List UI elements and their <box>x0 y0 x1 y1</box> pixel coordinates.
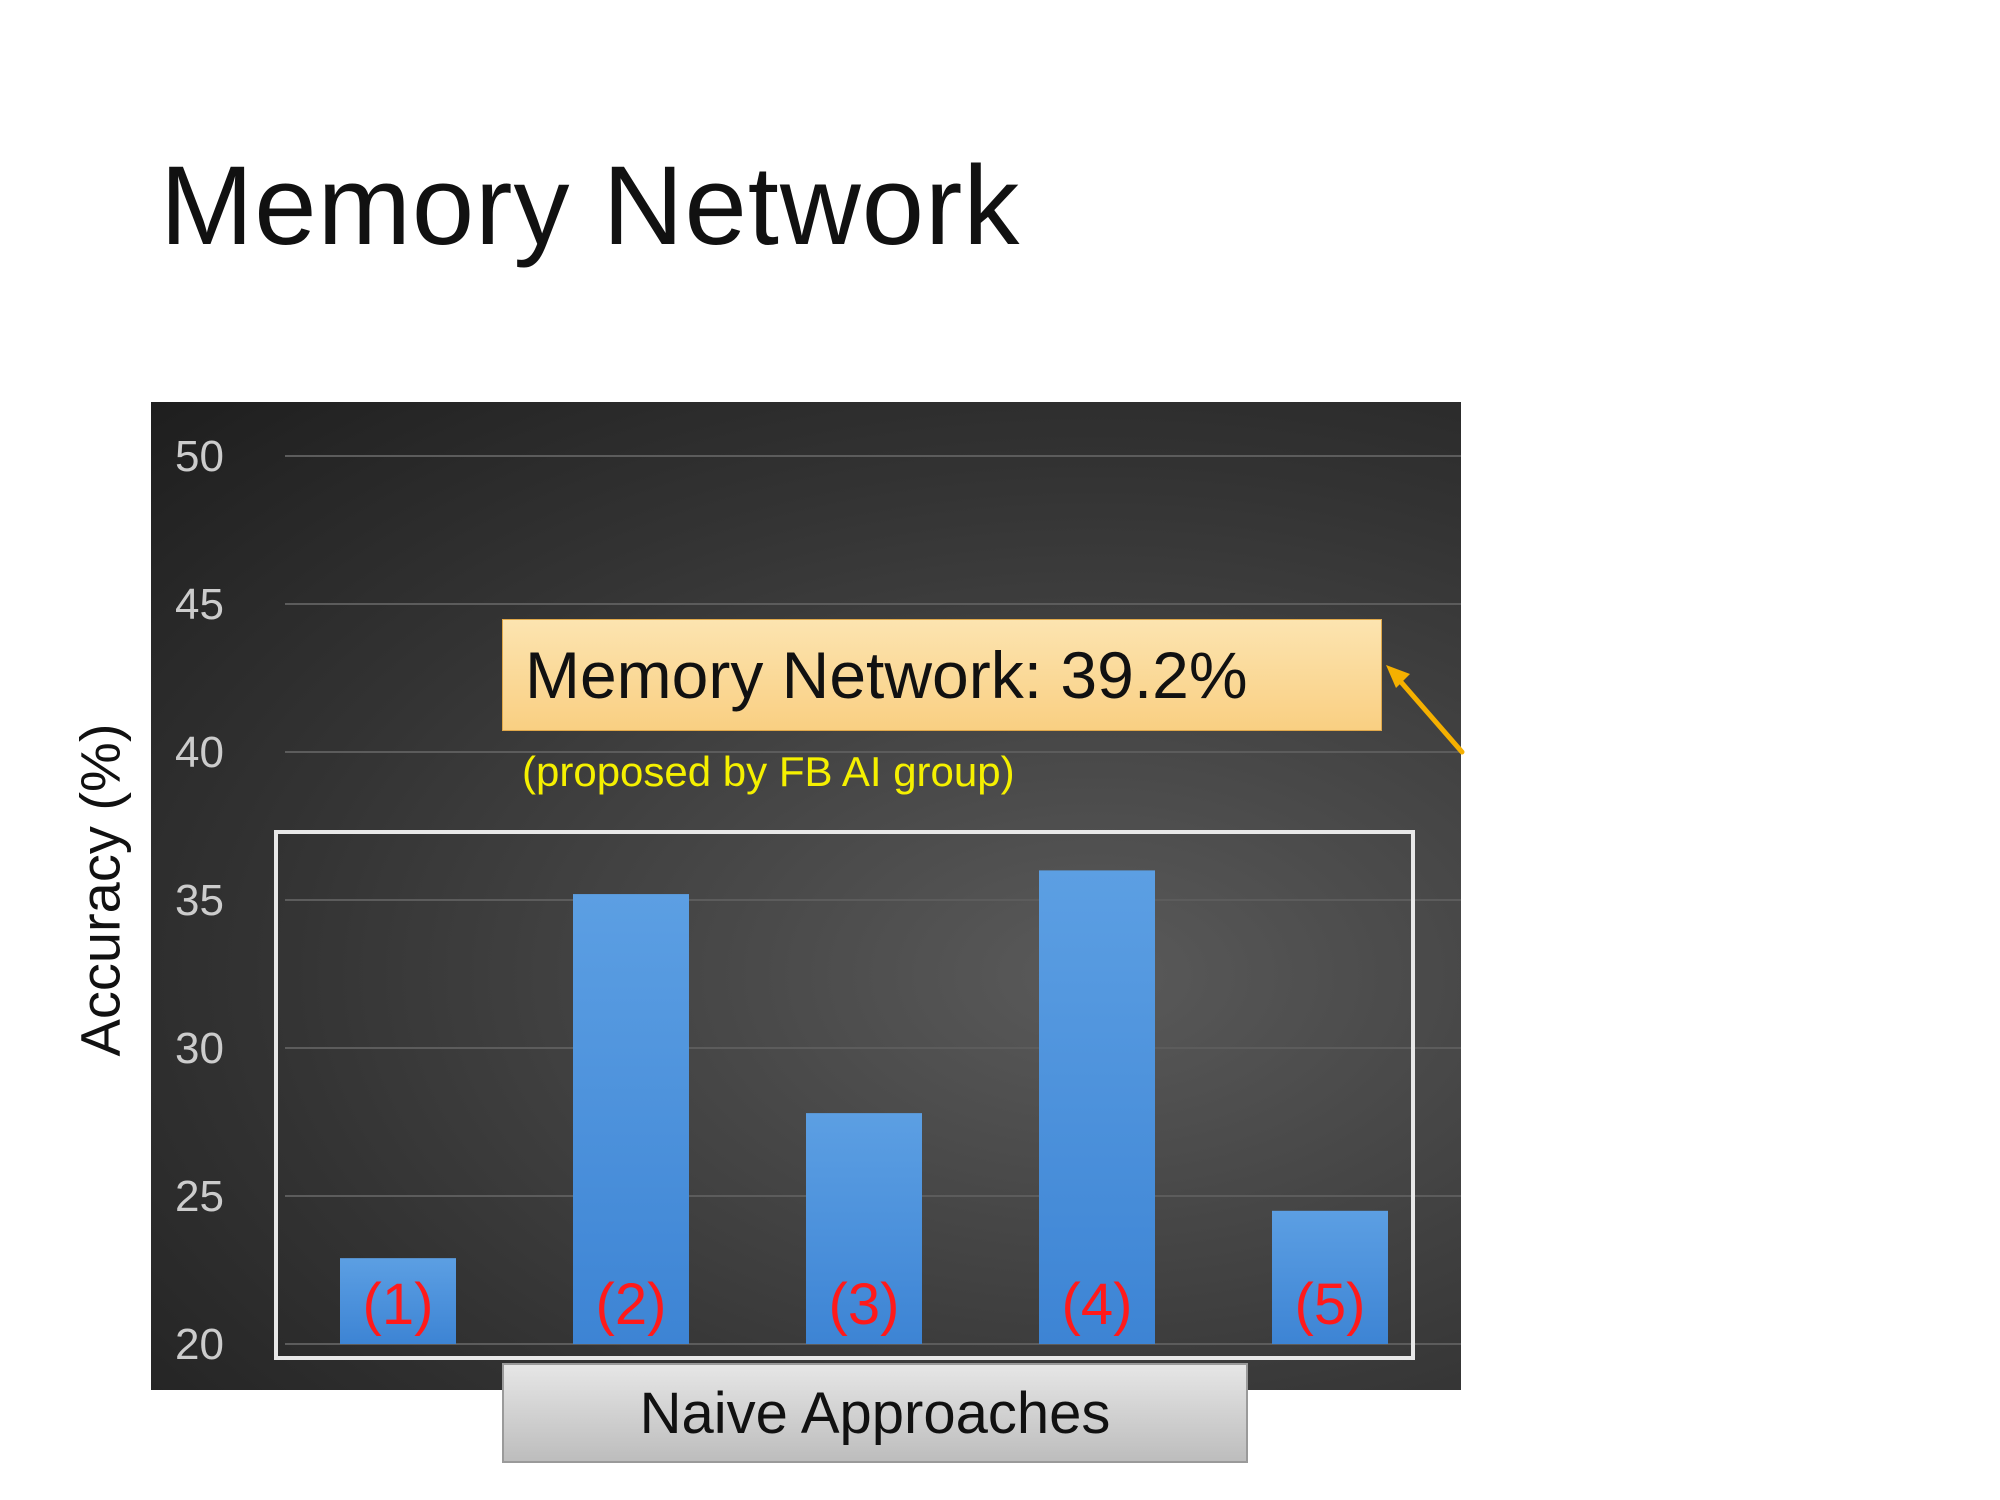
bar-label-4: (4) <box>1062 1272 1133 1337</box>
pointer-arrow-icon <box>1386 665 1465 755</box>
memory-network-callout: Memory Network: 39.2% <box>502 619 1382 731</box>
bar-label-3: (3) <box>829 1272 900 1337</box>
naive-approaches-text: Naive Approaches <box>639 1380 1111 1446</box>
callout-text: Memory Network: 39.2% <box>525 638 1248 712</box>
y-tick-label: 40 <box>175 728 224 777</box>
bar-label-1: (1) <box>363 1272 434 1337</box>
naive-approaches-label: Naive Approaches <box>502 1363 1248 1463</box>
y-tick-label: 30 <box>175 1024 224 1073</box>
bar-4 <box>1039 870 1155 1344</box>
bar-label-5: (5) <box>1295 1272 1366 1337</box>
y-tick-label: 45 <box>175 580 224 629</box>
naive-approaches-outline <box>274 830 1415 1360</box>
callout-note: (proposed by FB AI group) <box>522 748 1015 795</box>
bar-label-2: (2) <box>596 1272 667 1337</box>
y-tick-label: 35 <box>175 876 224 925</box>
y-tick-label: 25 <box>175 1172 224 1221</box>
bar-5 <box>1272 1210 1388 1344</box>
bar-3 <box>806 1113 922 1344</box>
bar-2 <box>573 894 689 1344</box>
slide-title: Memory Network <box>160 143 1021 268</box>
y-tick-label: 50 <box>175 432 224 481</box>
y-axis-label: Accuracy (%) <box>68 723 132 1057</box>
bar-1 <box>340 1258 456 1344</box>
y-tick-label: 20 <box>175 1320 224 1369</box>
chart-panel: 20 25 30 35 40 45 50 (1) (2) (3) (4) (5) <box>151 402 1461 1390</box>
bar-chart: 20 25 30 35 40 45 50 (1) (2) (3) (4) (5) <box>175 432 1461 1369</box>
